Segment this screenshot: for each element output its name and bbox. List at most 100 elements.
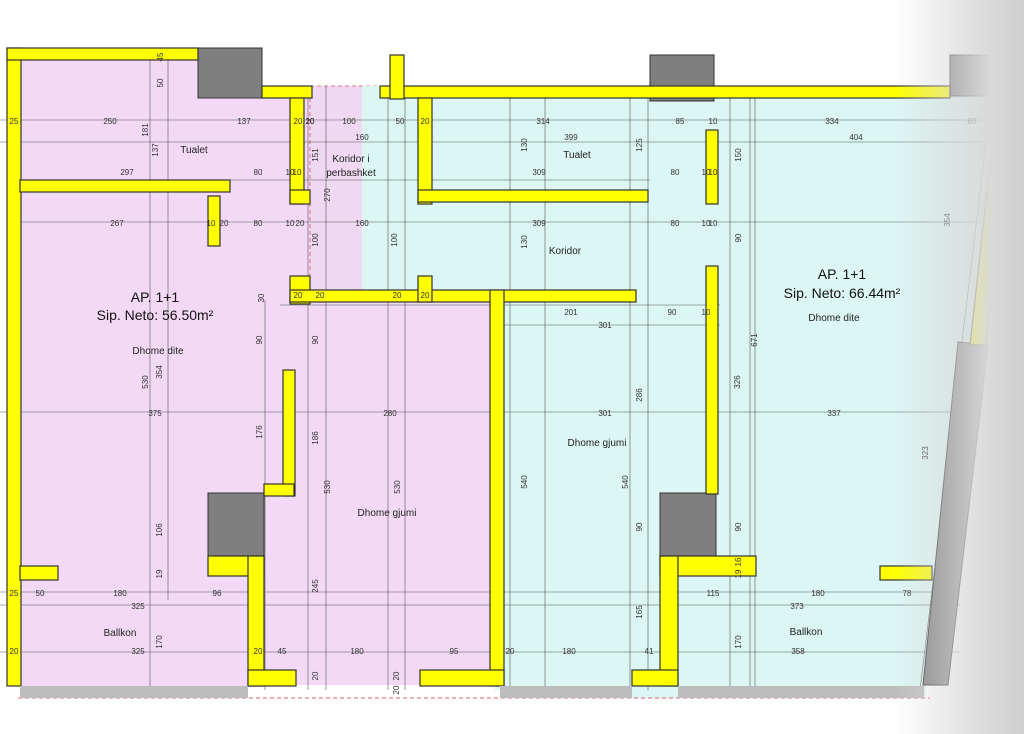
wall-bedroom-right — [705, 265, 719, 495]
dimension-label: 180 — [562, 647, 576, 656]
dimension-label: 10 — [306, 117, 315, 126]
dimension-label: 250 — [103, 117, 117, 126]
dimension-label: 297 — [120, 168, 134, 177]
dimension-label: 540 — [520, 475, 529, 489]
dimension-label: 201 — [564, 308, 578, 317]
dimension-label: 90 — [635, 522, 644, 531]
column-left-mid — [207, 492, 265, 557]
dimension-label: 80 — [254, 219, 263, 228]
dimension-label: 100 — [342, 117, 356, 126]
dimension-label: 45 — [278, 647, 287, 656]
dimension-label: 20 — [392, 671, 401, 680]
dimension-label: 50 — [396, 117, 405, 126]
dimension-label: 30 — [257, 293, 266, 302]
dimension-label: 399 — [564, 133, 578, 142]
dimension-label: 106 — [155, 523, 164, 537]
dimension-label: 267 — [110, 219, 124, 228]
dimension-label: 301 — [598, 409, 612, 418]
dimension-label: 80 — [671, 219, 680, 228]
wall-right-lower — [659, 555, 679, 687]
dimension-label: 137 — [151, 143, 160, 157]
dimension-label: 69 — [968, 117, 977, 126]
wall-right-toilet-left — [417, 97, 433, 205]
dimension-label: 19 — [734, 569, 743, 578]
dimension-label: 530 — [141, 375, 150, 389]
wall-corridor-mid-stub — [417, 275, 433, 303]
wall-balcony-right-return — [879, 565, 933, 581]
dimension-label: 45 — [156, 52, 165, 61]
room-right-corridor: Koridor — [549, 246, 582, 257]
dimension-label: 130 — [520, 138, 529, 152]
dimension-label: 354 — [943, 213, 952, 227]
dimension-label: 375 — [148, 409, 162, 418]
wall-top-left — [6, 47, 199, 61]
dimension-label: 50 — [36, 589, 45, 598]
balcony-rails — [20, 686, 924, 698]
dimension-label: 85 — [676, 117, 685, 126]
dimension-label: 95 — [450, 647, 459, 656]
dimension-label: 16 — [734, 557, 743, 566]
dimension-label: 325 — [131, 602, 145, 611]
dimension-label: 20 — [294, 117, 303, 126]
dimension-label: 151 — [311, 148, 320, 162]
wall-left-toilet-stub — [207, 195, 221, 247]
wall-left-corridor-stub — [289, 189, 311, 205]
dimension-label: 96 — [213, 589, 222, 598]
dimension-label: 41 — [645, 647, 654, 656]
wall-left-toilet-right — [289, 97, 305, 205]
apartment-left-area — [10, 50, 495, 685]
wall-top-right — [379, 85, 951, 99]
dimension-label: 301 — [598, 321, 612, 330]
dimension-label: 358 — [791, 647, 805, 656]
apt-right-title: AP. 1+1 — [818, 266, 867, 282]
room-labels: AP. 1+1 Sip. Neto: 56.50m² Tualet Dhome … — [97, 145, 901, 639]
dimension-label: 10 — [709, 117, 718, 126]
dimension-label: 170 — [155, 635, 164, 649]
dimension-label: 50 — [156, 78, 165, 87]
wall-left-living-partition — [282, 369, 296, 497]
dimension-label: 326 — [733, 375, 742, 389]
dimension-label: 337 — [827, 409, 841, 418]
dimension-label: 530 — [393, 480, 402, 494]
dimension-label: 25 — [10, 589, 19, 598]
apartment-right-area — [362, 86, 1005, 690]
room-right-bedroom: Dhome gjumi — [568, 438, 627, 449]
column-top-right — [949, 54, 1013, 97]
dimension-label: 20 — [254, 647, 263, 656]
dimension-label: 373 — [790, 602, 804, 611]
shared-corridor-label-1: Koridor i — [332, 154, 369, 165]
room-right-balcony: Ballkon — [790, 627, 823, 638]
dimension-label: 180 — [113, 589, 127, 598]
dimension-label: 354 — [155, 365, 164, 379]
wall-top-left-step — [261, 85, 313, 99]
dimension-label: 20 — [506, 647, 515, 656]
room-right-toilet: Tualet — [563, 150, 591, 161]
wall-balcony-mid-front — [419, 669, 505, 687]
dimension-label: 309 — [532, 168, 546, 177]
dimension-label: 90 — [734, 522, 743, 531]
dimension-label: 20 — [393, 291, 402, 300]
wall-left-toilet-bottom — [19, 179, 231, 193]
dimension-label: 125 — [635, 138, 644, 152]
balcony-floor-right — [500, 580, 930, 698]
dimension-label: 270 — [323, 188, 332, 202]
dimension-label: 20 — [392, 685, 401, 694]
wall-balcony-left-return — [19, 565, 59, 581]
room-right-living: Dhome dite — [808, 313, 860, 324]
dimension-label: 115 — [707, 589, 720, 598]
dimension-label: 10 — [293, 168, 302, 177]
column-right-mid — [659, 492, 717, 557]
dimension-label: 170 — [734, 635, 743, 649]
dimension-label: 25 — [10, 117, 19, 126]
dimension-label: 404 — [849, 133, 863, 142]
dimension-label: 245 — [311, 579, 320, 593]
room-left-bedroom: Dhome gjumi — [358, 508, 417, 519]
dimension-label: 10 — [286, 168, 295, 177]
dimension-label: 100 — [311, 233, 320, 247]
dimension-label: 160 — [355, 133, 369, 142]
dimension-label: 20 — [306, 117, 315, 126]
dimension-label: 90 — [311, 335, 320, 344]
dimension-label: 19 — [155, 569, 164, 578]
